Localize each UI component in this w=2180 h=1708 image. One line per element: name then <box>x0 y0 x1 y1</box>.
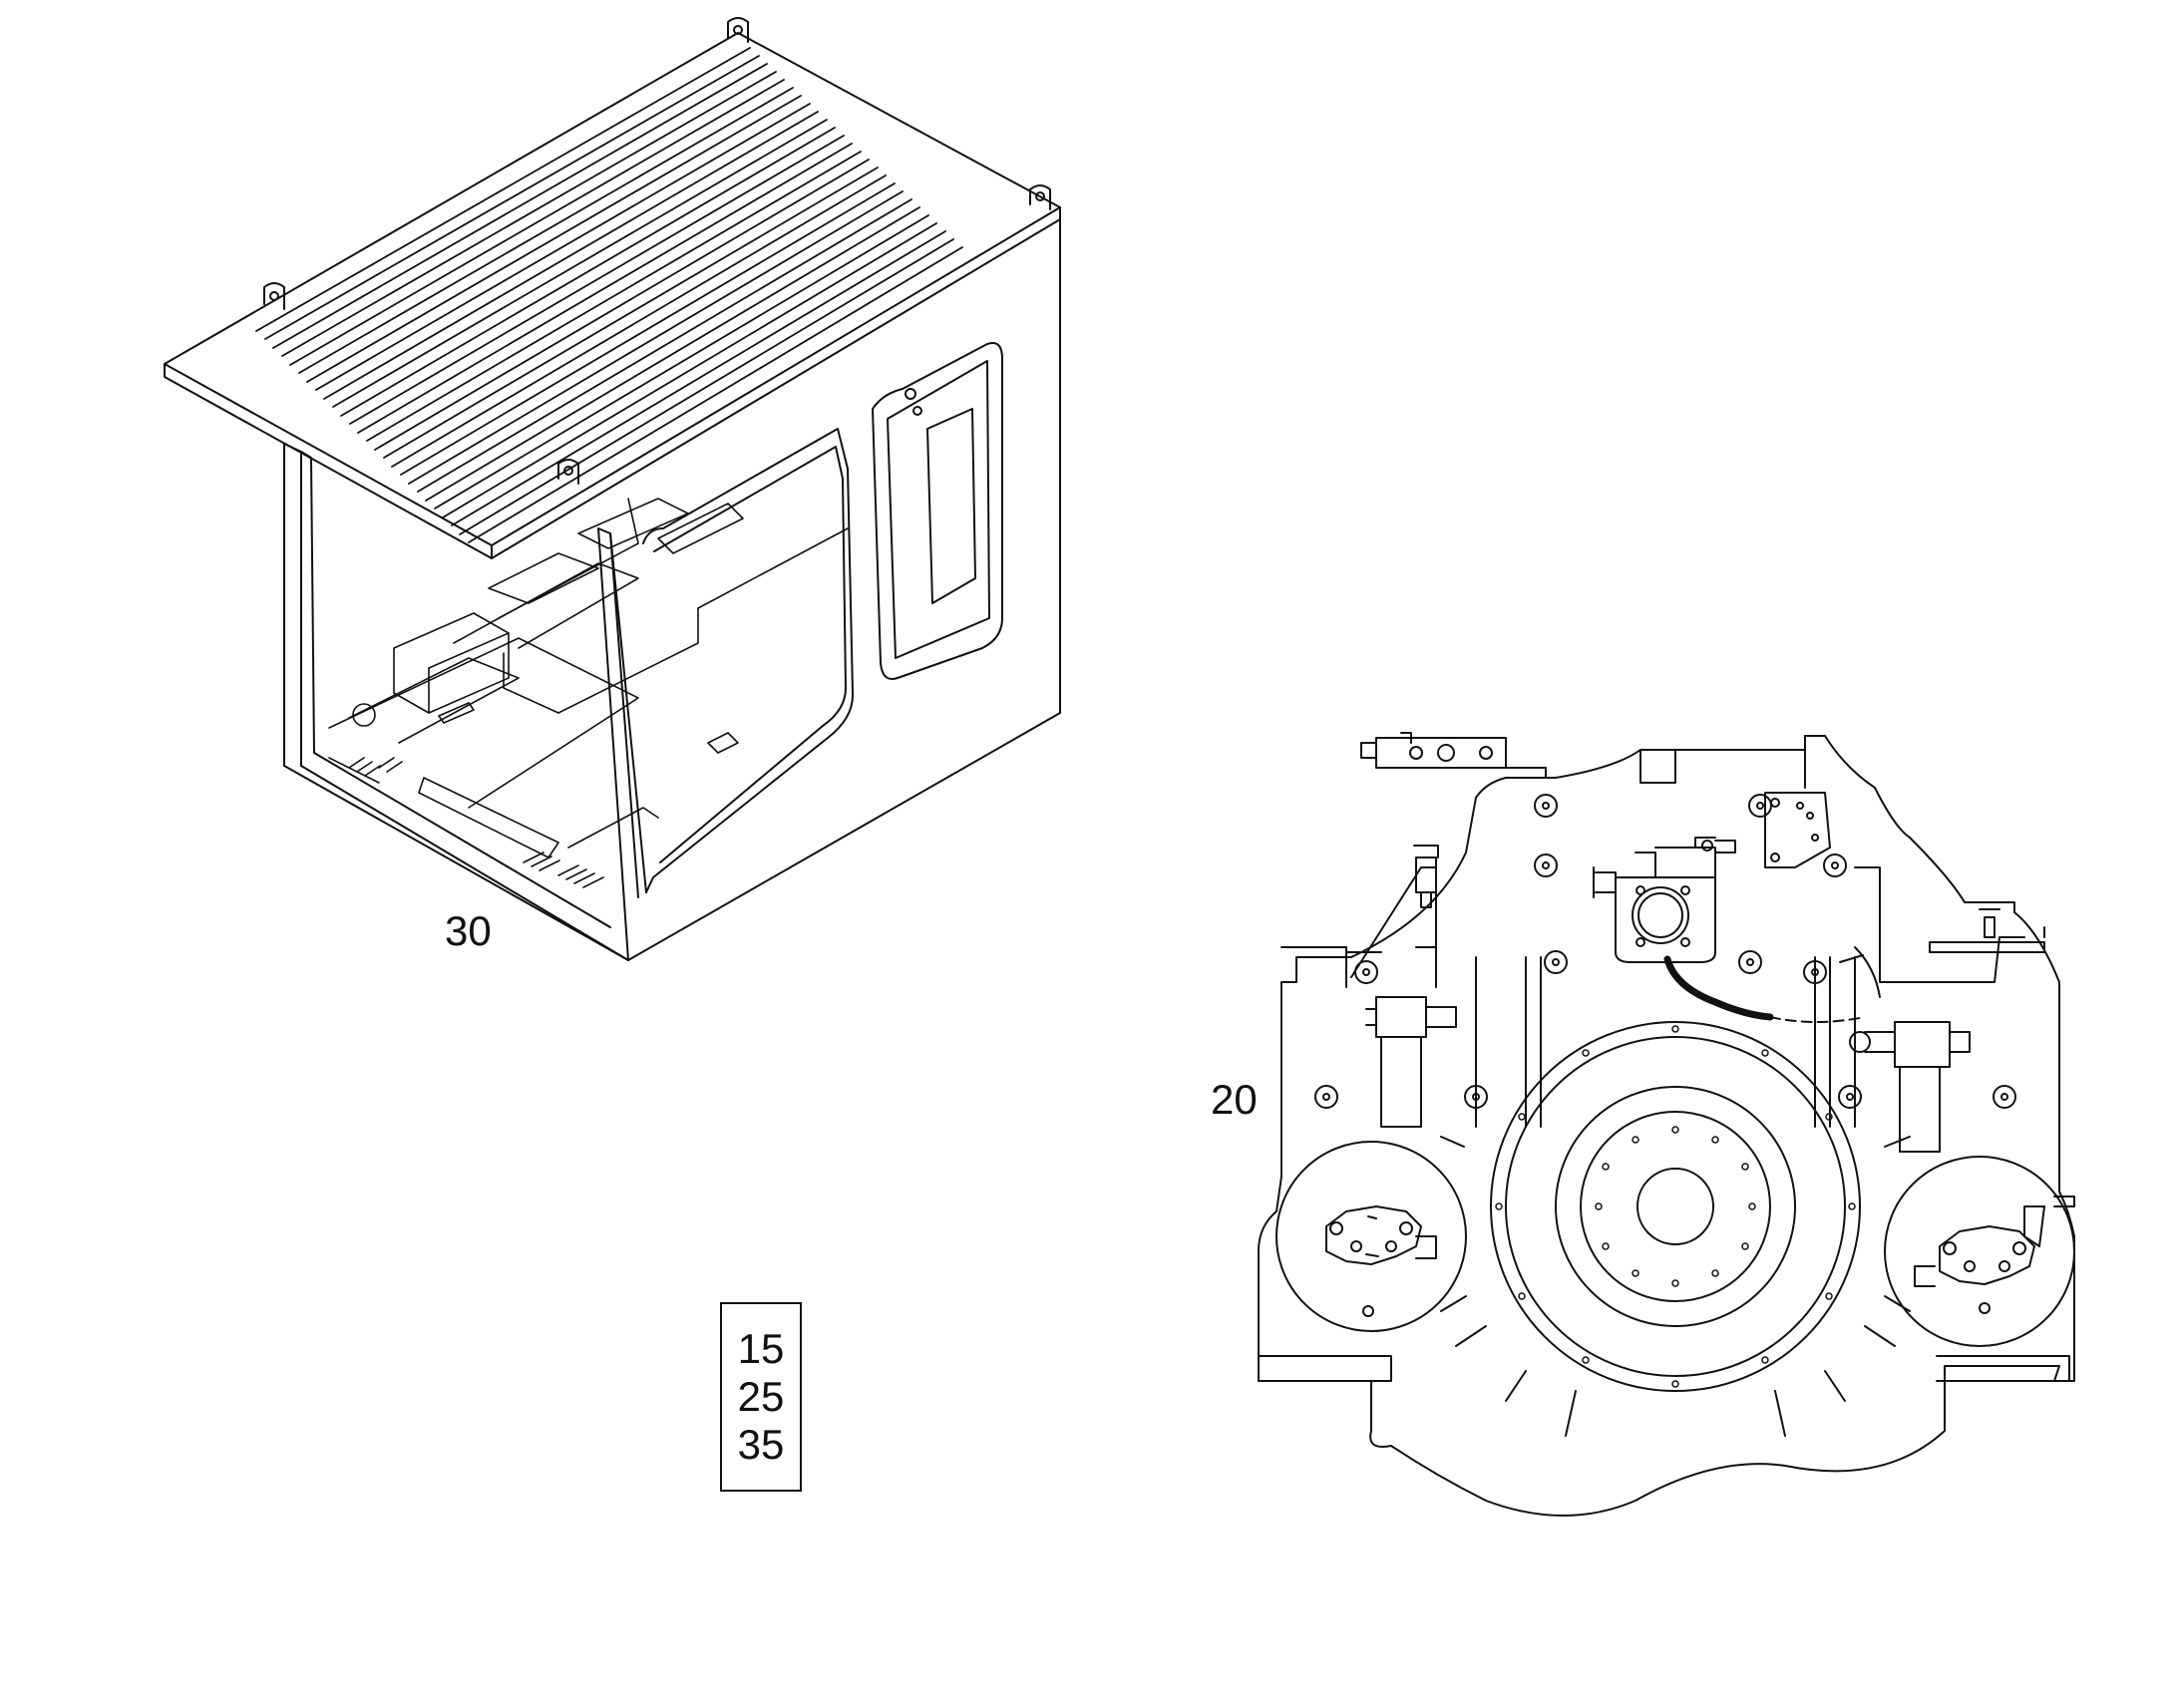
engine-assembly <box>1259 733 2074 1516</box>
cab-rear-window <box>873 343 1002 679</box>
mounting-holes <box>1315 795 2015 1108</box>
governor-unit <box>1594 838 1735 962</box>
reference-number: 15 <box>737 1325 785 1372</box>
oil-filter-right <box>1850 1022 1970 1152</box>
reference-number: 25 <box>737 1373 785 1420</box>
callout-engine: 20 <box>1211 1076 1258 1123</box>
cab-interior <box>329 499 848 887</box>
engine-block-outline <box>1259 736 2074 1516</box>
lifting-lug <box>728 18 748 42</box>
callout-cab: 30 <box>445 907 492 954</box>
throttle-cable <box>1667 959 1770 1017</box>
cab-assembly <box>165 18 1060 960</box>
reference-number-box: 15 25 35 <box>720 1302 802 1492</box>
top-right-bracket <box>1765 793 1830 867</box>
cab-roof <box>165 33 1060 545</box>
cab-side-panel <box>628 219 1060 960</box>
cab-door-opening <box>643 429 853 892</box>
lifting-lug <box>264 283 284 309</box>
valve-block <box>1361 733 1546 778</box>
oil-filter-left <box>1366 997 1456 1127</box>
left-pump-pad <box>1276 1142 1466 1331</box>
reference-number: 35 <box>737 1421 785 1468</box>
flywheel-housing <box>1441 1022 1910 1436</box>
lifting-lug <box>558 460 578 484</box>
lifting-lug <box>1030 185 1050 209</box>
roof-ribs <box>256 48 962 542</box>
right-pump-pad <box>1885 1157 2074 1346</box>
